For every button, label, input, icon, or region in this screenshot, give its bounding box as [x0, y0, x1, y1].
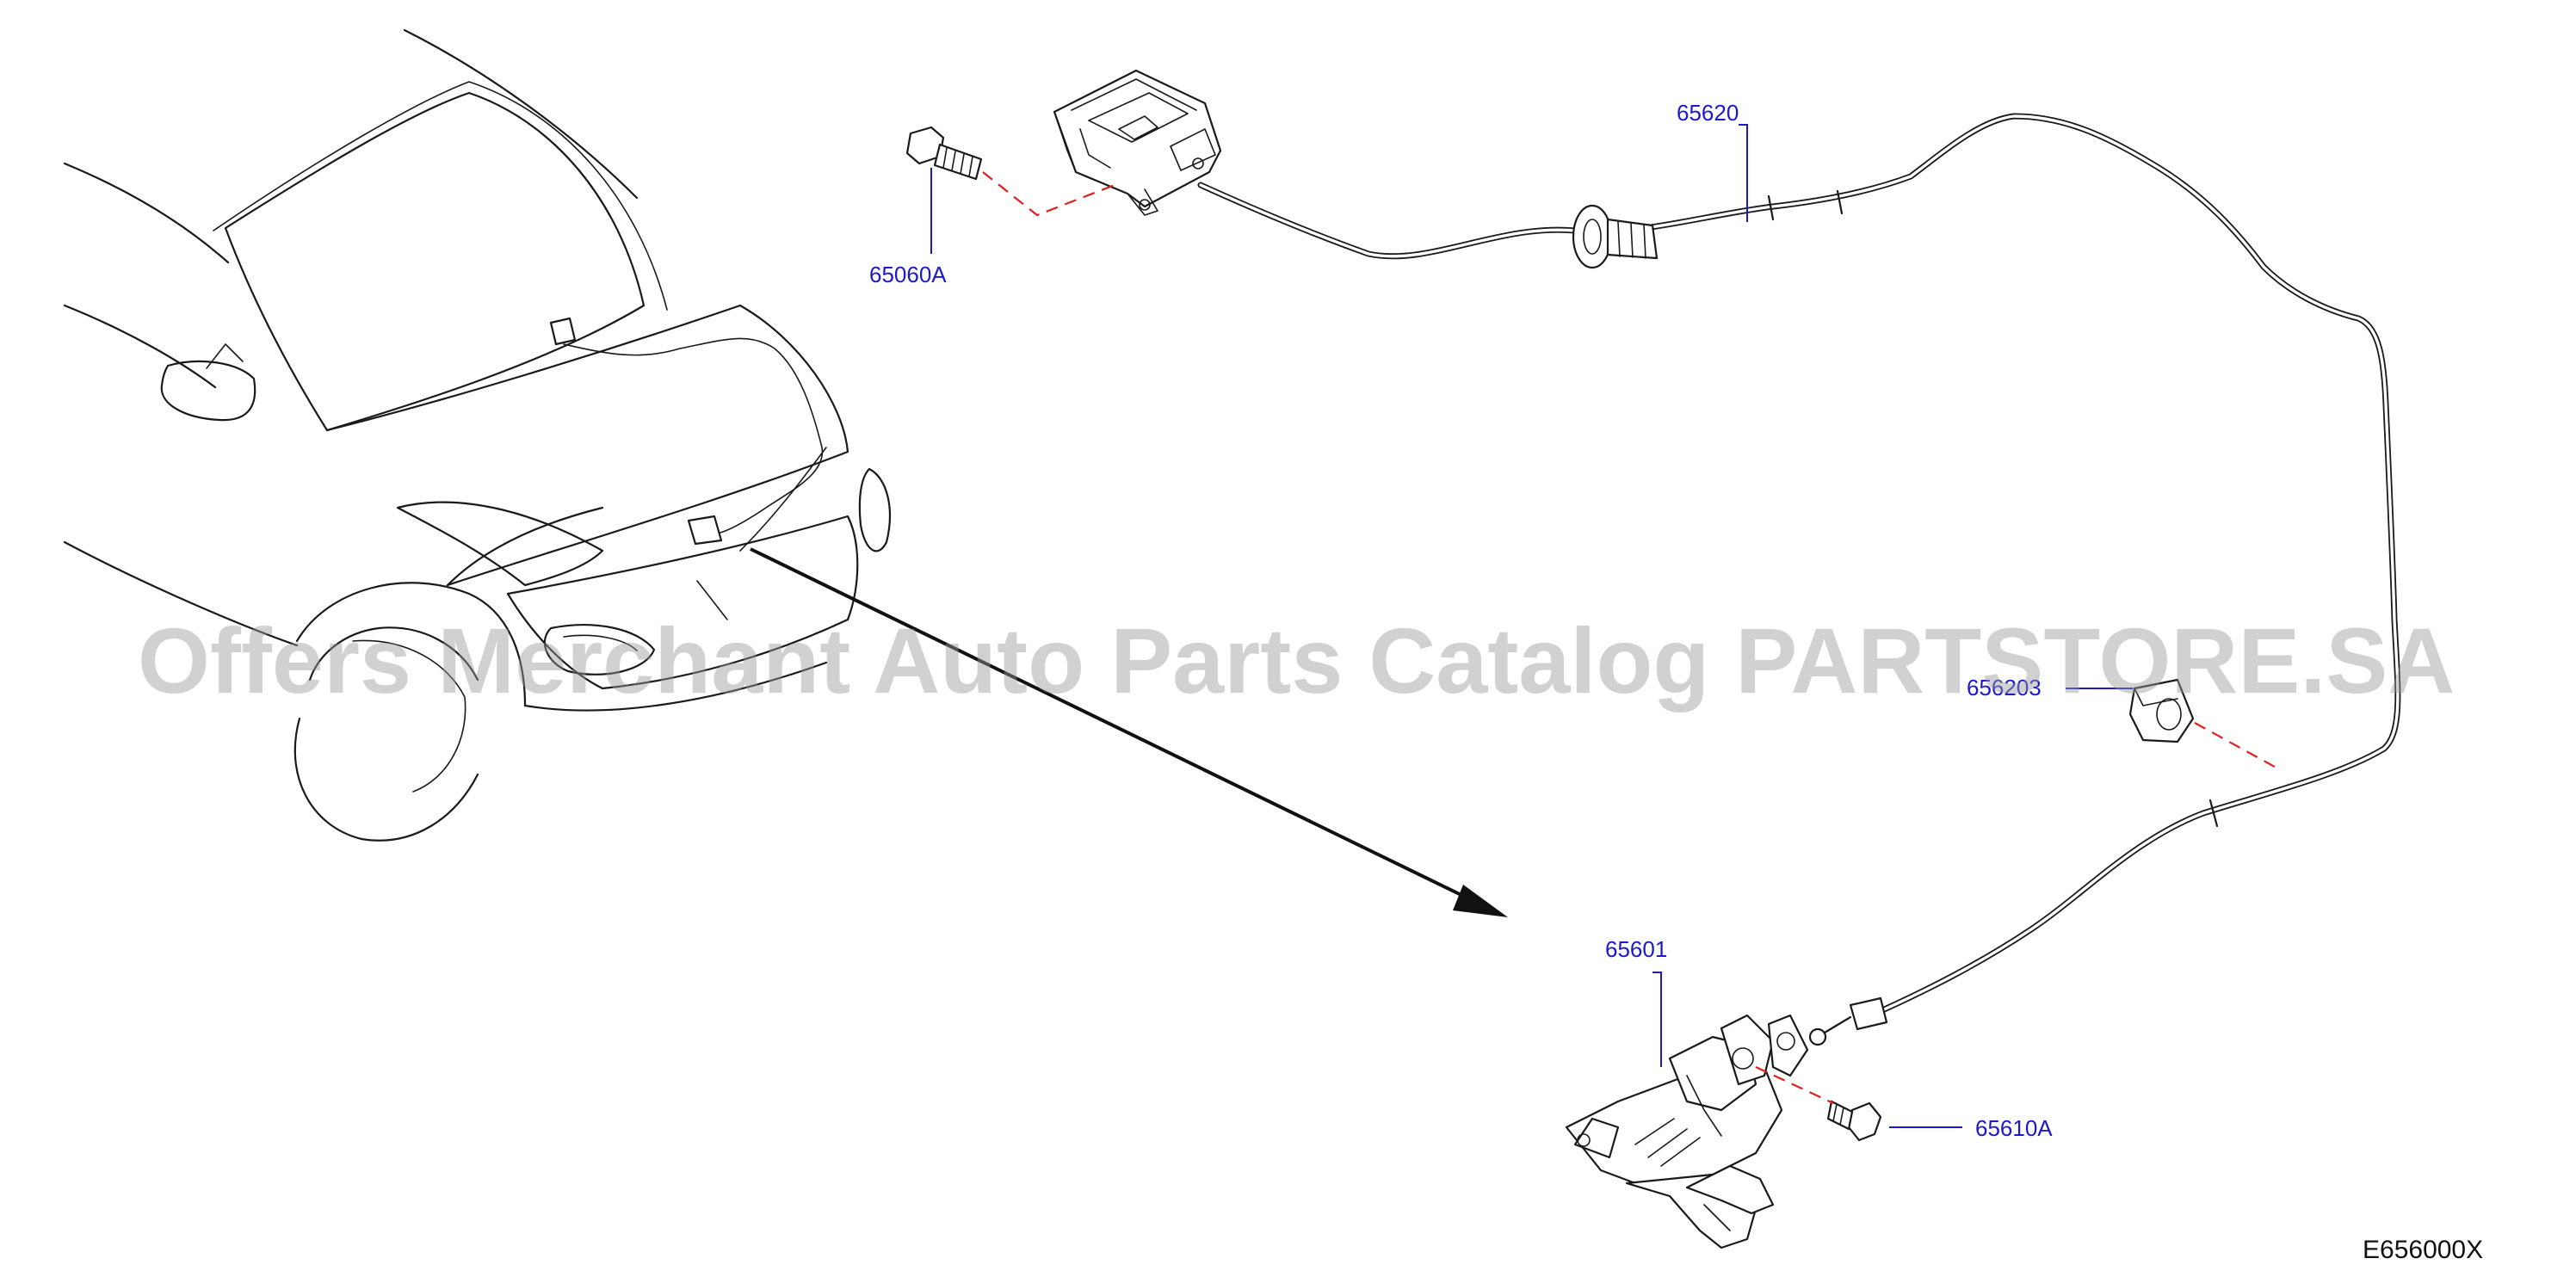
- clip-656203: [2128, 678, 2195, 743]
- assembly-line-bolt-lock: [1755, 1066, 1834, 1104]
- leader-lines: [930, 124, 2133, 1128]
- cable-grommet: [1572, 204, 1659, 269]
- part-label-65610A[interactable]: 65610A: [1975, 1115, 2053, 1141]
- part-label-656203[interactable]: 656203: [1967, 675, 2042, 700]
- hood-lock-assembly: [1565, 1014, 1809, 1249]
- bolt-65610A: [1826, 1100, 1882, 1142]
- bolt-65060A: [905, 126, 983, 181]
- assembly-line-bolt-opener: [982, 171, 1115, 217]
- hood-opener-handle: [1053, 69, 1222, 216]
- part-label-65601[interactable]: 65601: [1605, 936, 1667, 962]
- release-cable: [1197, 113, 2401, 1046]
- callout-arrow: [750, 547, 1508, 917]
- part-label-65620[interactable]: 65620: [1677, 100, 1739, 126]
- part-label-65060A[interactable]: 65060A: [869, 262, 947, 287]
- assembly-line-clip: [2194, 722, 2282, 771]
- vehicle-outline: [63, 28, 891, 842]
- diagram-reference-code: E656000X: [2363, 1236, 2483, 1264]
- watermark: Offers Merchant Auto Parts Catalog PARTS…: [138, 608, 2455, 713]
